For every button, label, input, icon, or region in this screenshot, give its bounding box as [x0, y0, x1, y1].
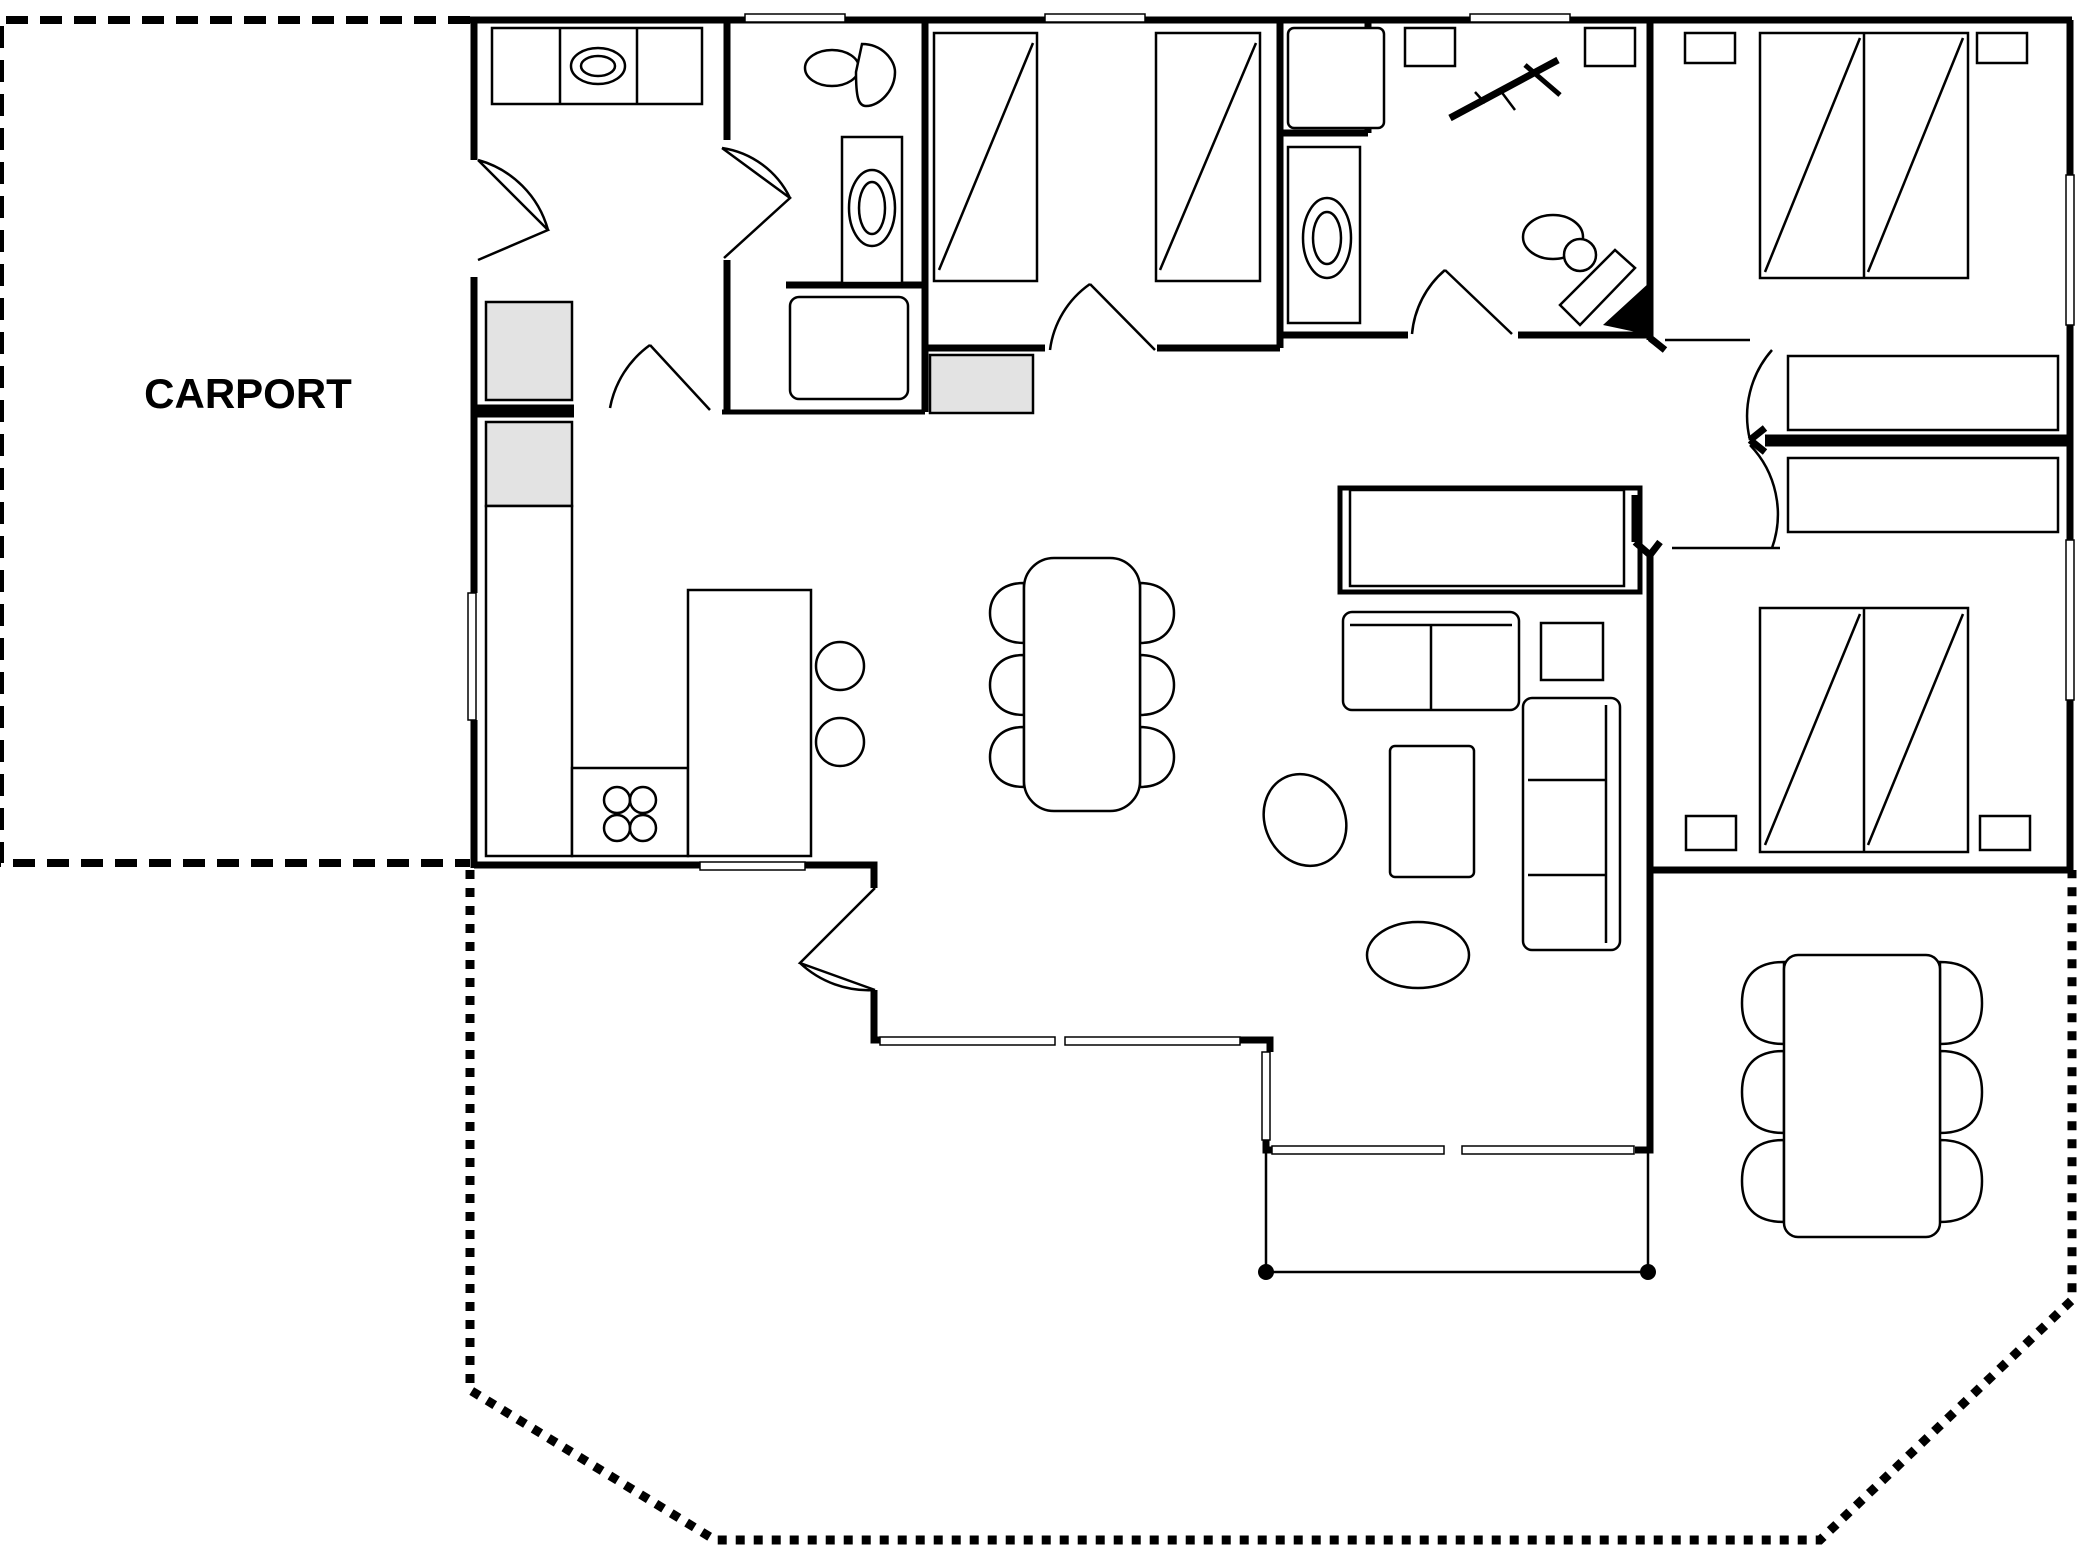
chair	[1938, 1049, 1984, 1135]
appliance	[928, 353, 1035, 415]
deck-outline	[465, 870, 2077, 1545]
nightstand	[1975, 31, 2029, 65]
carport: CARPORT	[0, 16, 470, 867]
door-swing	[1410, 269, 1513, 335]
window	[2065, 539, 2075, 701]
outdoor-table	[1782, 953, 1942, 1239]
bedroom-1	[928, 31, 1262, 415]
sofa	[1521, 696, 1622, 952]
door-swing	[1048, 282, 1156, 351]
nightstand	[1683, 31, 1737, 65]
wardrobe	[1786, 354, 2060, 432]
window	[699, 861, 806, 871]
toilet-icon	[803, 48, 861, 88]
bathroom-1	[788, 42, 910, 401]
door-swing	[1665, 338, 1773, 441]
post	[1258, 1264, 1274, 1280]
windows	[467, 13, 2075, 1155]
window	[1064, 1036, 1241, 1046]
chair	[988, 653, 1026, 717]
kitchen-counter	[484, 504, 574, 858]
porch	[1258, 1150, 1656, 1280]
window	[467, 592, 477, 721]
window	[1469, 13, 1571, 23]
chair	[1138, 581, 1176, 645]
kitchen	[484, 420, 866, 858]
window	[1461, 1145, 1635, 1155]
window	[2065, 174, 2075, 326]
door-swing	[721, 146, 792, 259]
tv-unit	[1337, 485, 1643, 595]
chair	[1740, 1138, 1786, 1224]
chair	[1938, 1138, 1984, 1224]
pouf	[1262, 772, 1348, 868]
chair	[1740, 960, 1786, 1046]
chair	[988, 725, 1026, 789]
appliance	[484, 300, 574, 402]
chair	[1740, 1049, 1786, 1135]
stove-icon	[602, 785, 658, 843]
bar-stool	[814, 640, 866, 692]
carport-label: CARPORT	[144, 370, 352, 417]
pouf	[1365, 920, 1471, 990]
window	[1044, 13, 1146, 23]
chair	[1938, 960, 1984, 1046]
dining-area	[988, 556, 1176, 813]
laundry-area	[484, 26, 704, 402]
window	[744, 13, 846, 23]
kitchen-island	[686, 588, 813, 858]
towel-rail-icon	[1448, 56, 1562, 122]
chair	[1138, 653, 1176, 717]
doors	[477, 146, 1780, 992]
shower-tray	[788, 295, 910, 401]
exterior-walls	[470, 16, 2074, 1154]
fridge	[484, 420, 574, 508]
side-table	[1539, 621, 1605, 682]
bedroom-3	[1684, 456, 2060, 854]
chair	[1138, 725, 1176, 789]
nightstand	[1978, 814, 2032, 852]
post	[1640, 1264, 1656, 1280]
living-area	[1262, 485, 1643, 990]
chair	[988, 581, 1026, 645]
bedroom-2	[1683, 31, 2060, 432]
outdoor-dining	[1740, 953, 1984, 1239]
window	[879, 1036, 1056, 1046]
bar-stool	[814, 716, 866, 768]
shelf	[1403, 26, 1457, 68]
cabinet	[1286, 26, 1386, 130]
shelf	[1583, 26, 1637, 68]
kitchen-counter	[570, 766, 690, 858]
door-swing	[797, 887, 876, 992]
dining-table	[1022, 556, 1142, 813]
window	[1261, 1051, 1271, 1141]
wardrobe	[1786, 456, 2060, 534]
window	[1271, 1145, 1445, 1155]
coffee-table	[1388, 744, 1476, 879]
bathroom-2	[1286, 26, 1650, 335]
door-swing	[1672, 444, 1780, 550]
door-swing	[608, 343, 711, 411]
nightstand	[1684, 814, 1738, 852]
door-swing	[477, 158, 551, 262]
